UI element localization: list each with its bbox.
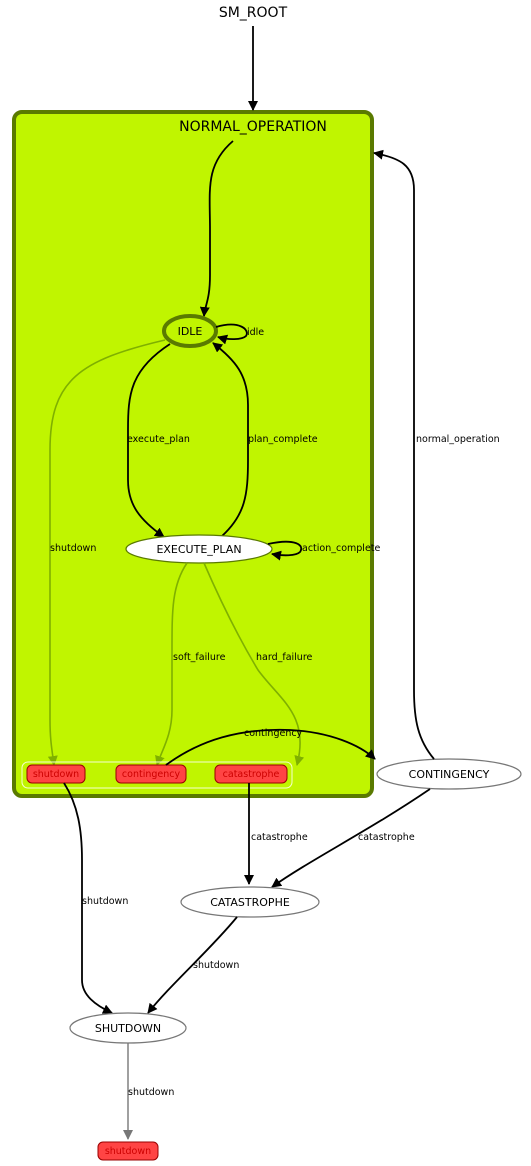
state-idle[interactable] — [162, 314, 218, 348]
outcome-shutdown-label: shutdown — [33, 769, 79, 780]
edge-shutdown-final-label: shutdown — [128, 1087, 174, 1098]
edge-shutdown-left-label: shutdown — [82, 896, 128, 907]
state-contingency[interactable] — [376, 758, 522, 790]
edge-action-complete-loop — [267, 540, 303, 561]
normal-operation-container[interactable] — [12, 110, 374, 798]
edge-contingency-label: contingency — [244, 728, 303, 739]
outcome-contingency-label: contingency — [122, 769, 181, 780]
state-idle-label: IDLE — [178, 325, 203, 338]
state-shutdown-label: SHUTDOWN — [95, 1022, 161, 1035]
edge-execute-plan-label: execute_plan — [127, 434, 190, 445]
edge-catastrophe-left-label: catastrophe — [251, 832, 308, 843]
edge-entry-to-idle — [199, 140, 234, 317]
edge-shutdown-mid — [147, 916, 238, 1014]
edge-idle-loop — [215, 323, 248, 345]
state-contingency-label: CONTINGENCY — [409, 768, 490, 781]
edge-contingency — [165, 728, 376, 766]
edge-catastrophe-right-label: catastrophe — [358, 832, 415, 843]
edge-shutdown-mid-label: shutdown — [193, 960, 239, 971]
edge-normal-operation — [373, 149, 435, 760]
edge-shutdown-inner — [47, 339, 166, 766]
edge-soft-failure — [155, 562, 188, 766]
edge-idle-loop-label: idle — [247, 327, 264, 338]
edge-normal-operation-label: normal_operation — [416, 434, 500, 445]
state-catastrophe[interactable] — [180, 886, 320, 918]
final-outcome-shutdown[interactable] — [97, 1141, 159, 1161]
edge-shutdown-left — [63, 782, 113, 1014]
edge-execute-plan — [127, 343, 171, 538]
edge-catastrophe-right — [271, 788, 431, 888]
edge-plan-complete — [212, 342, 249, 537]
edge-hard-failure — [203, 562, 305, 766]
outcome-catastrophe[interactable] — [214, 764, 288, 784]
state-catastrophe-label: CATASTROPHE — [210, 896, 290, 909]
outcome-shutdown[interactable] — [26, 764, 86, 784]
edge-hard-failure-label: hard_failure — [256, 652, 313, 663]
edge-soft-failure-label: soft_failure — [173, 652, 226, 663]
outcome-contingency[interactable] — [115, 764, 187, 784]
root-label: SM_ROOT — [219, 5, 288, 21]
state-execute-plan-label: EXECUTE_PLAN — [156, 543, 241, 556]
final-outcome-shutdown-label: shutdown — [105, 1146, 151, 1157]
outcome-catastrophe-label: catastrophe — [223, 769, 280, 780]
edge-plan-complete-label: plan_complete — [248, 434, 318, 445]
edge-action-complete-label: action_complete — [302, 543, 381, 554]
edge-shutdown-inner-label: shutdown — [50, 543, 96, 554]
state-execute-plan[interactable] — [125, 534, 273, 564]
outcome-group — [21, 761, 293, 789]
normal-operation-label: NORMAL_OPERATION — [179, 119, 327, 135]
